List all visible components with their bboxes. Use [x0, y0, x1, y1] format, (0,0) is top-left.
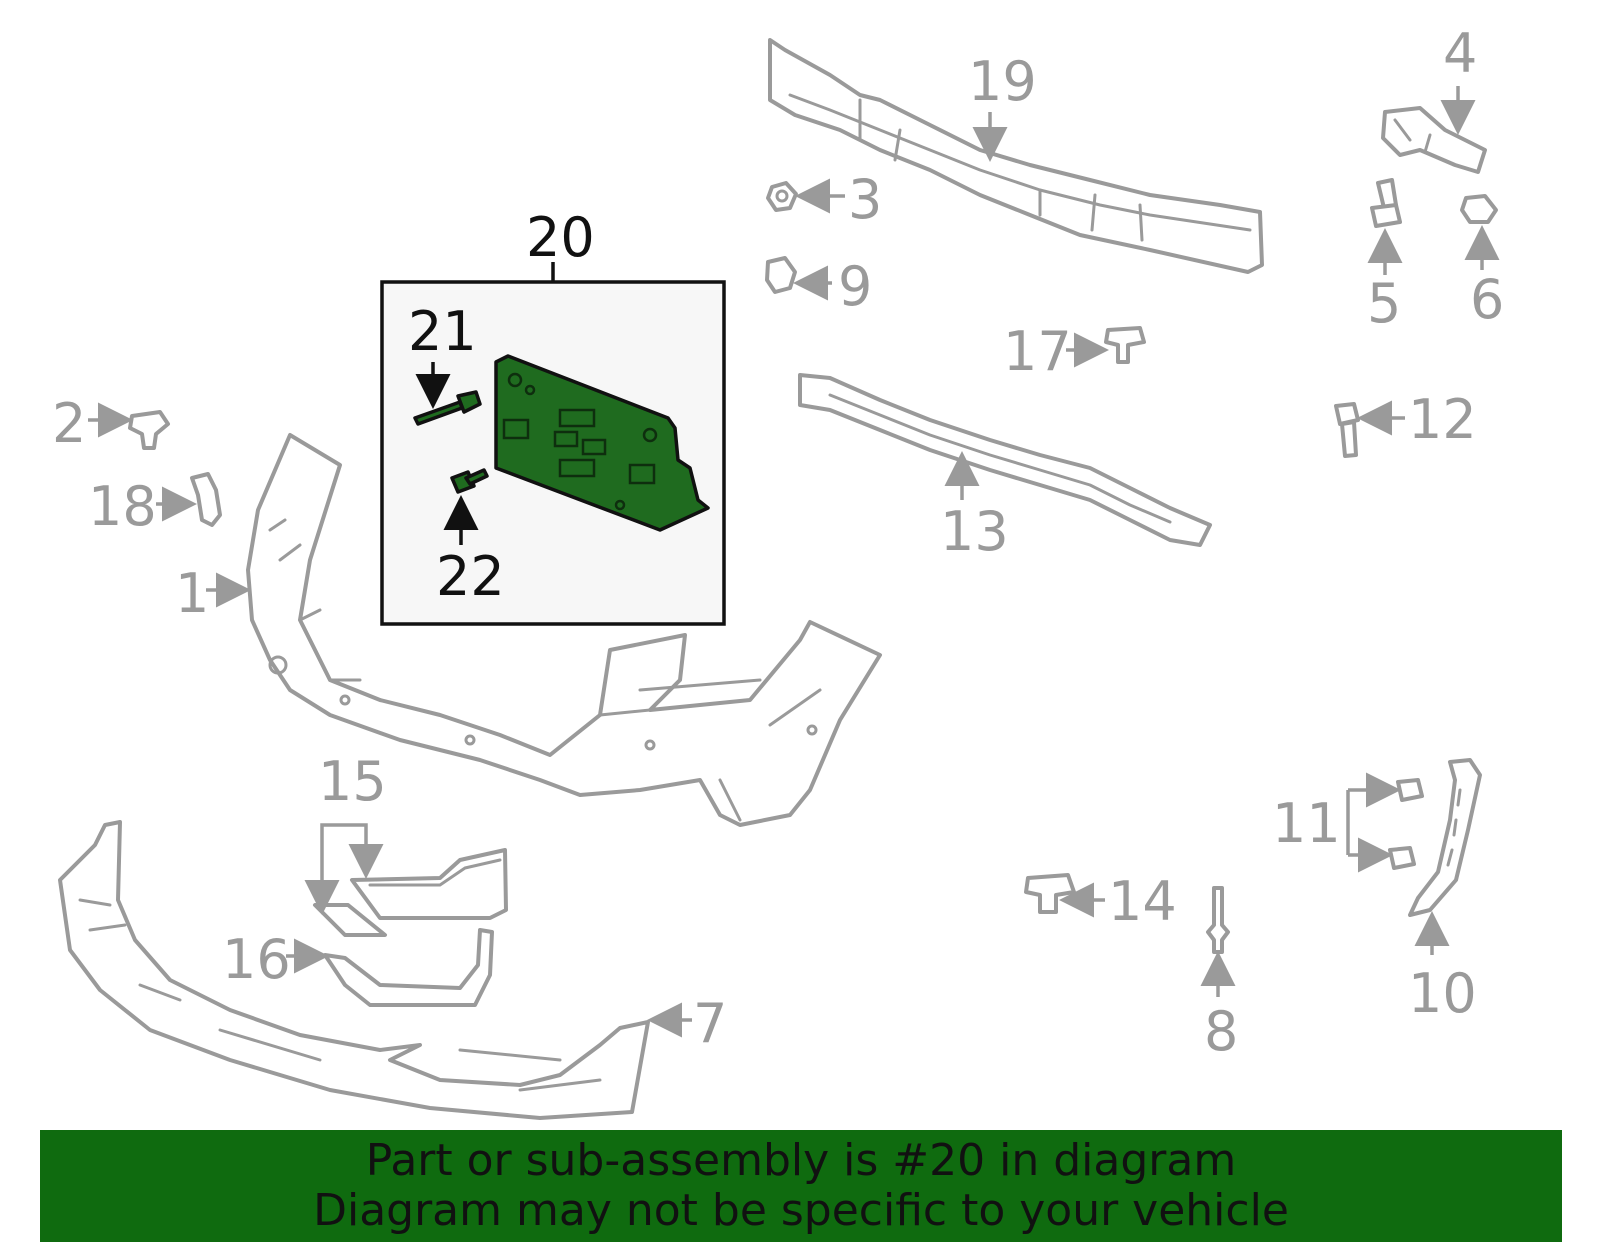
callout-2: 2 — [52, 392, 133, 455]
callout-9: 9 — [793, 255, 872, 318]
svg-text:12: 12 — [1408, 388, 1477, 451]
part-1-bumper-cover[interactable] — [246, 433, 882, 827]
svg-text:14: 14 — [1108, 870, 1177, 933]
svg-text:2: 2 — [52, 392, 86, 455]
part-18-bracket[interactable] — [190, 472, 222, 527]
callout-3: 3 — [795, 168, 882, 231]
svg-text:22: 22 — [436, 545, 505, 608]
callout-10: 10 — [1408, 911, 1477, 1025]
svg-text:6: 6 — [1470, 268, 1504, 331]
callout-12: 12 — [1357, 388, 1477, 451]
svg-text:1: 1 — [175, 562, 209, 625]
svg-text:20: 20 — [526, 206, 595, 269]
part-11-clips[interactable] — [1388, 778, 1424, 870]
part-16-trim[interactable] — [323, 928, 494, 1007]
svg-text:15: 15 — [318, 750, 387, 813]
callout-5: 5 — [1367, 228, 1403, 335]
svg-text:3: 3 — [848, 168, 882, 231]
svg-text:13: 13 — [940, 500, 1009, 563]
part-3-nut[interactable] — [766, 181, 798, 212]
part-17-pushpin[interactable] — [1104, 326, 1146, 364]
part-5-bolt[interactable] — [1370, 178, 1402, 228]
callout-4: 4 — [1440, 22, 1477, 135]
part-7-lower-valance[interactable] — [58, 820, 650, 1120]
part-8-stud[interactable] — [1206, 886, 1230, 954]
part-14-pushpin[interactable] — [1024, 873, 1076, 914]
callout-19: 19 — [968, 50, 1037, 162]
svg-text:18: 18 — [88, 475, 157, 538]
callout-8: 8 — [1200, 951, 1238, 1063]
callout-11: 11 — [1272, 772, 1401, 873]
part-12-bolt[interactable] — [1334, 402, 1360, 458]
banner-line-1: Part or sub-assembly is #20 in diagram — [365, 1135, 1237, 1186]
part-2-pushpin[interactable] — [128, 410, 170, 450]
info-banner: Part or sub-assembly is #20 in diagram D… — [40, 1130, 1562, 1242]
svg-text:9: 9 — [838, 255, 872, 318]
callout-1: 1 — [175, 562, 251, 625]
callout-16: 16 — [222, 928, 329, 991]
callout-14: 14 — [1059, 870, 1177, 933]
callout-15: 15 — [304, 750, 387, 915]
callout-17: 17 — [1003, 320, 1109, 383]
part-20-group[interactable]: 20 21 — [380, 206, 726, 626]
svg-text:16: 16 — [222, 928, 291, 991]
part-13-absorber[interactable] — [798, 373, 1212, 547]
svg-text:17: 17 — [1003, 320, 1072, 383]
callout-6: 6 — [1464, 225, 1504, 331]
svg-text:21: 21 — [408, 300, 477, 363]
svg-text:4: 4 — [1443, 22, 1477, 85]
callout-21: 21 — [408, 300, 477, 409]
part-6-clip[interactable] — [1460, 194, 1498, 224]
part-19-impact-bar[interactable] — [768, 38, 1264, 274]
callout-22: 22 — [436, 495, 505, 608]
callout-7: 7 — [647, 992, 727, 1055]
svg-text:19: 19 — [968, 50, 1037, 113]
banner-line-2: Diagram may not be specific to your vehi… — [313, 1185, 1289, 1236]
svg-text:7: 7 — [693, 992, 727, 1055]
svg-text:8: 8 — [1204, 1000, 1238, 1063]
part-9-clip[interactable] — [765, 256, 797, 294]
part-20-license-bracket[interactable] — [494, 354, 710, 532]
callout-13: 13 — [940, 451, 1009, 563]
callout-18: 18 — [88, 475, 197, 538]
part-4-bracket[interactable] — [1381, 106, 1487, 174]
svg-text:10: 10 — [1408, 962, 1477, 1025]
svg-text:11: 11 — [1272, 792, 1341, 855]
svg-text:5: 5 — [1367, 272, 1401, 335]
part-15-bezels[interactable] — [313, 848, 508, 937]
part-22-screw[interactable] — [450, 468, 489, 494]
